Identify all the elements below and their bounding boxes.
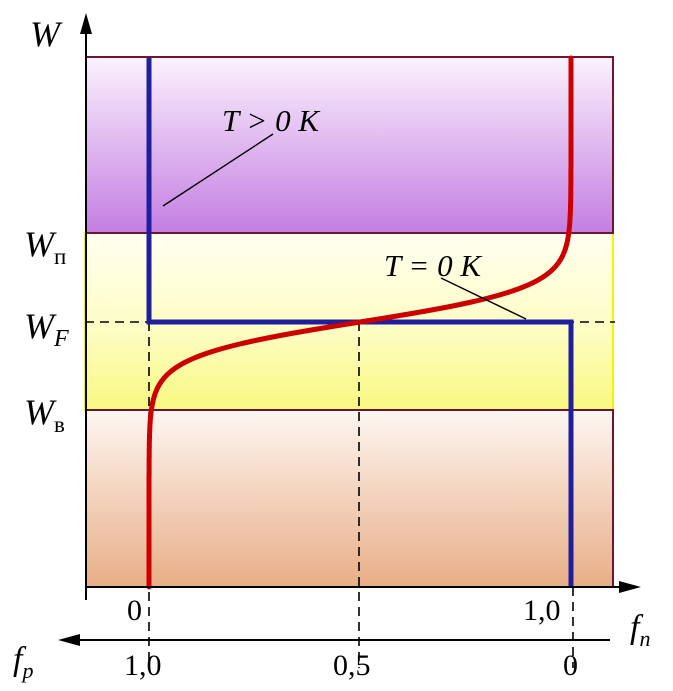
energy-axis-label: W [30,14,63,54]
label-t-positive: T > 0 K [222,103,321,138]
fn-axis-label: fn [630,609,650,651]
fermi-level-label: WF [24,306,69,352]
fp-axis-arrow [58,634,80,646]
fp-tick-half: 0,5 [333,649,371,682]
fp-tick-0: 0 [563,649,578,682]
fp-axis-label: fp [13,641,33,683]
fn-tick-1: 1,0 [523,594,561,627]
label-t-zero: T = 0 K [384,248,483,283]
curve-t-positive [146,55,574,590]
valence-band [85,409,614,588]
fp-tick-1: 1,0 [124,649,162,682]
leader-t-zero [440,277,527,320]
conduction-band [85,56,614,234]
fn-axis-arrow [619,581,641,593]
energy-axis-arrow [80,13,92,34]
conduction-level-label: Wп [24,224,66,269]
fn-tick-0: 0 [127,594,142,627]
valence-level-label: Wв [24,392,65,437]
leader-t-positive [162,133,274,207]
